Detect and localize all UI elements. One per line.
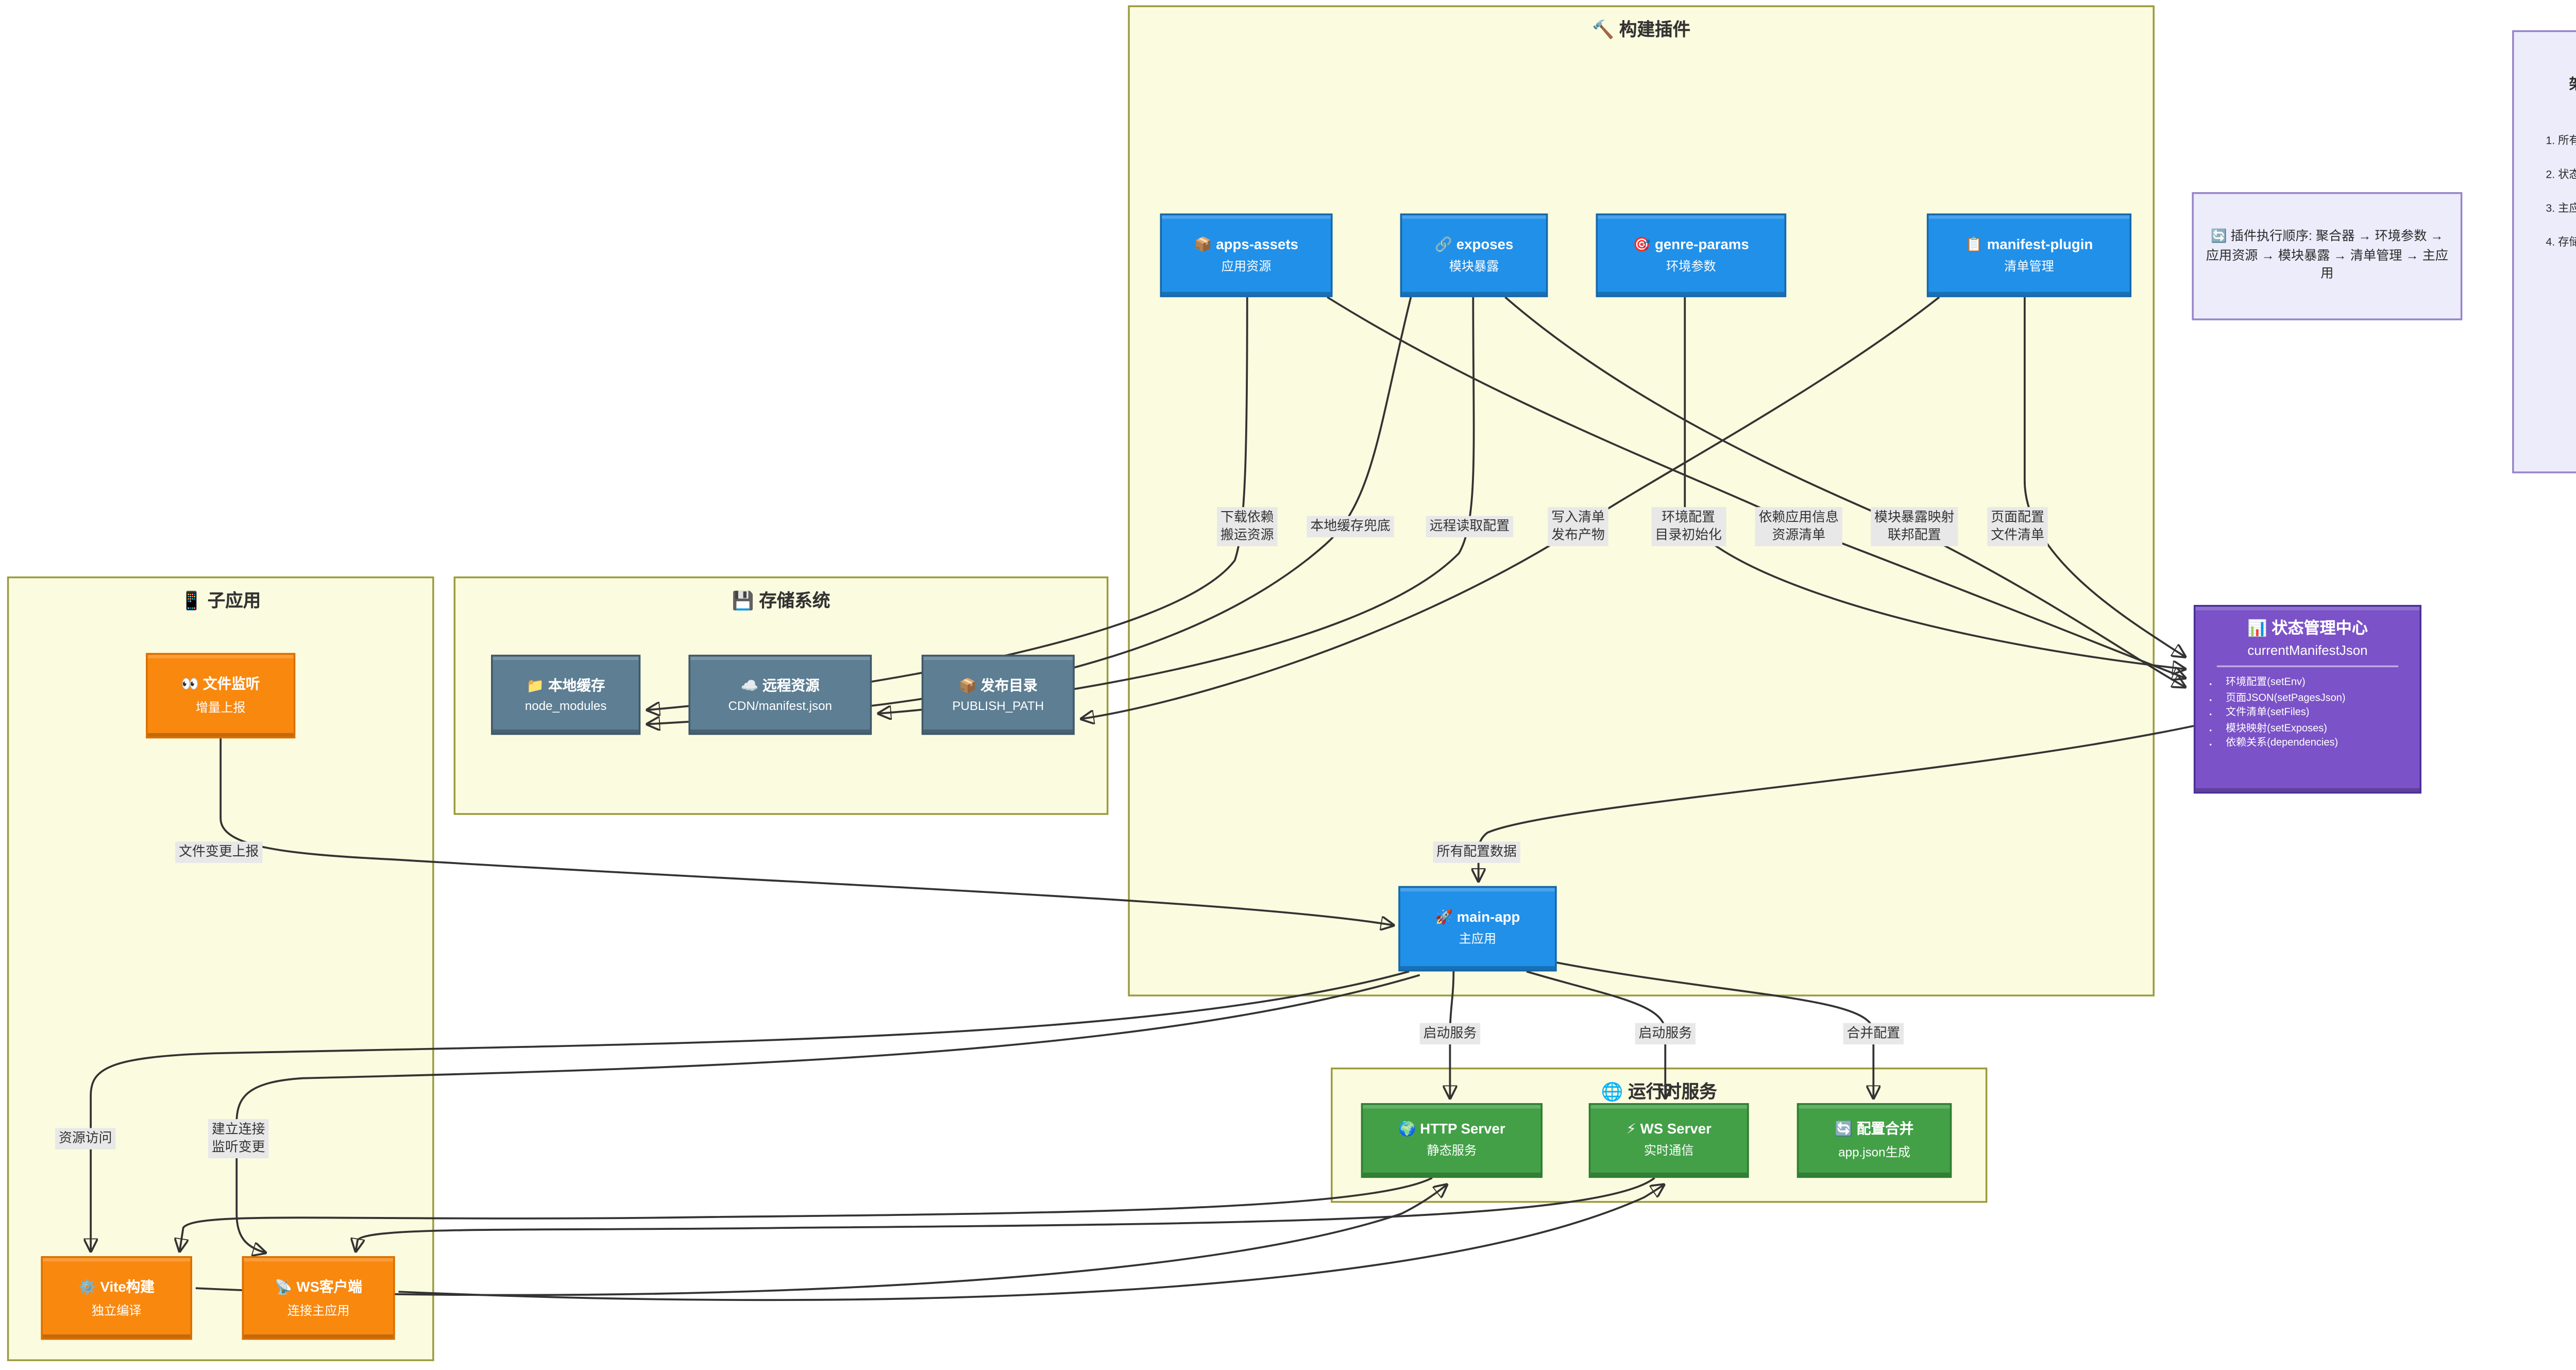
list-item: 模块映射(setExposes) — [2226, 722, 2413, 737]
edge-mainapp-to-merge — [1556, 961, 1874, 1097]
edge-label-all-config: 所有配置数据 — [1433, 841, 1520, 863]
earth-icon: 🌍 — [1398, 1121, 1416, 1137]
edge-label-write-manifest: 写入清单发布产物 — [1548, 507, 1608, 547]
container-runtime-title: 🌐 运行时服务 — [1601, 1084, 1717, 1104]
edge-apps-to-state — [1327, 296, 2184, 678]
arch-note-item: 4. 存储系统提供本地和远程资源支持 — [2546, 236, 2576, 249]
folder-icon: 📁 — [526, 678, 545, 694]
divider — [2217, 665, 2398, 667]
node-file-watcher: 👀 文件监听 增量上报 — [146, 653, 296, 739]
node-state-center: 📊 状态管理中心 currentManifestJson 环境配置(setEnv… — [2193, 605, 2421, 794]
arch-note-title: 架构核心：状态管理中心 — [2528, 75, 2576, 94]
edge-wsclient-to-ws — [398, 1185, 1664, 1301]
rocket-icon: 🚀 — [1435, 909, 1453, 925]
satellite-icon: 📡 — [275, 1278, 293, 1295]
node-local-cache: 📁 本地缓存 node_modules — [491, 654, 641, 735]
plugin-order-note: 🔄 插件执行顺序: 聚合器 → 环境参数 → 应用资源 → 模块暴露 → 清单管… — [2192, 192, 2463, 320]
node-publish-dir: 📦 发布目录 PUBLISH_PATH — [921, 654, 1075, 735]
cycle-icon: 🔄 — [2211, 228, 2227, 244]
arch-note-item: 1. 所有构建插件向状态中心写入数据 — [2546, 135, 2576, 148]
node-ws-client: 📡 WS客户端 连接主应用 — [242, 1256, 395, 1340]
bar-chart-icon: 📊 — [2247, 619, 2267, 637]
globe-icon: 🌐 — [1601, 1084, 1623, 1104]
edge-label-connect: 建立连接监听变更 — [208, 1119, 269, 1159]
edge-label-start-http: 启动服务 — [1419, 1023, 1481, 1045]
edge-label-cache-fallback: 本地缓存兜底 — [1307, 516, 1394, 537]
hammer-icon: 🔨 — [1592, 21, 1615, 41]
container-build-plugins: 🔨 构建插件 — [1128, 5, 2155, 996]
edge-http-to-vite — [180, 1177, 1433, 1251]
node-remote-res: ☁️ 远程资源 CDN/manifest.json — [688, 654, 872, 735]
list-item: 依赖关系(dependencies) — [2226, 737, 2413, 753]
list-item: 文件清单(setFiles) — [2226, 707, 2413, 722]
lightning-icon: ⚡ — [1626, 1121, 1636, 1137]
edge-label-start-ws: 启动服务 — [1635, 1023, 1696, 1045]
edge-ws-to-wsclient — [356, 1177, 1655, 1251]
cycle-icon: 🔄 — [1835, 1121, 1853, 1137]
edge-watcher-to-mainapp — [219, 738, 1393, 925]
edge-label-res-access: 资源访问 — [55, 1128, 116, 1149]
node-apps-assets: 📦 apps-assets 应用资源 — [1160, 213, 1333, 297]
edge-label-page-config: 页面配置文件清单 — [1987, 507, 2048, 547]
edge-label-download-deps: 下载依赖搬运资源 — [1217, 507, 1278, 547]
eyes-icon: 👀 — [181, 676, 199, 692]
target-icon: 🎯 — [1633, 235, 1651, 252]
edge-expose-to-remote — [879, 297, 1475, 714]
arch-note-item: 2. 状态中心整合所有配置后传递给主应用 — [2546, 169, 2576, 182]
arch-note-item: 3. 主应用基于完整状态启动服务和交互 — [2546, 202, 2576, 215]
floppy-icon: 💾 — [732, 592, 754, 612]
state-center-list: 环境配置(setEnv) 页面JSON(setPagesJson) 文件清单(s… — [2202, 676, 2412, 752]
edge-label-dep-info: 依赖应用信息资源清单 — [1755, 507, 1842, 547]
package-icon: 📦 — [958, 678, 977, 694]
gear-icon: ⚙️ — [78, 1278, 96, 1295]
edge-label-env-config: 环境配置目录初始化 — [1651, 507, 1725, 547]
node-main-app: 🚀 main-app 主应用 — [1398, 886, 1557, 972]
architecture-core-note: 架构核心：状态管理中心 1. 所有构建插件向状态中心写入数据 2. 状态中心整合… — [2512, 30, 2576, 473]
package-icon: 📦 — [1194, 235, 1212, 252]
node-config-merge: 🔄 配置合并 app.json生成 — [1797, 1103, 1952, 1178]
link-icon: 🔗 — [1434, 235, 1453, 252]
node-ws-server: ⚡ WS Server 实时通信 — [1588, 1103, 1749, 1178]
list-item: 页面JSON(setPagesJson) — [2226, 691, 2413, 707]
edge-genre-to-state — [1684, 297, 2184, 669]
node-http-server: 🌍 HTTP Server 静态服务 — [1361, 1103, 1543, 1178]
edge-mainapp-to-vite — [91, 970, 1410, 1251]
edge-label-merge-config: 合并配置 — [1843, 1023, 1904, 1045]
edge-vite-to-http — [195, 1185, 1447, 1296]
edge-mainapp-to-wsclient — [235, 974, 1420, 1253]
edge-expose-to-state — [1504, 296, 2184, 687]
edge-manifest-to-state — [2023, 297, 2185, 657]
edge-label-file-change: 文件变更上报 — [175, 841, 263, 863]
cloud-icon: ☁️ — [740, 678, 759, 694]
node-vite-build: ⚙️ Vite构建 独立编译 — [41, 1256, 192, 1340]
edge-label-remote-read: 远程读取配置 — [1426, 516, 1514, 537]
node-exposes: 🔗 exposes 模块暴露 — [1400, 213, 1548, 297]
edge-label-module-map: 模块暴露映射联邦配置 — [1871, 507, 1958, 547]
container-sub-app-title: 📱 子应用 — [180, 592, 261, 612]
node-genre-params: 🎯 genre-params 环境参数 — [1596, 213, 1787, 297]
mobile-icon: 📱 — [180, 592, 203, 612]
edge-state-to-mainapp — [1479, 725, 2194, 881]
clipboard-icon: 📋 — [1965, 235, 1983, 252]
container-storage-title: 💾 存储系统 — [732, 592, 831, 612]
node-manifest-plugin: 📋 manifest-plugin 清单管理 — [1926, 213, 2132, 297]
list-item: 环境配置(setEnv) — [2226, 676, 2413, 691]
container-build-plugins-title: 🔨 构建插件 — [1592, 21, 1691, 41]
edge-apps-to-cache — [648, 297, 1248, 710]
